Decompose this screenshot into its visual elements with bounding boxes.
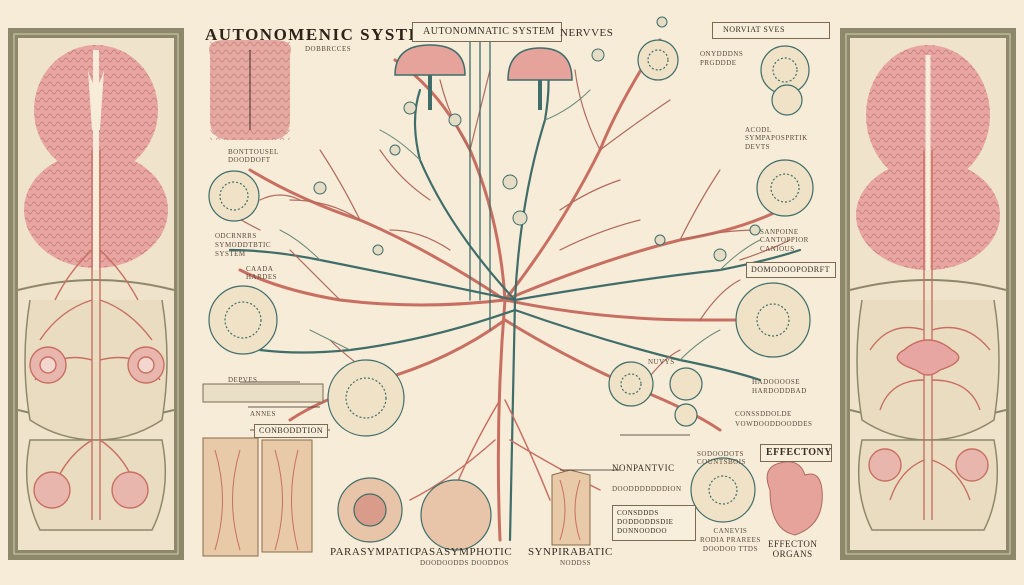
header-box: AUTONOMNATIC SYSTEM [412, 22, 562, 42]
top-right-box: NORVIAT SVES [712, 22, 830, 39]
top-fan-right [507, 47, 573, 110]
conboddtion-label: CONBODDTION [259, 426, 324, 435]
top-right-box-label: NORVIAT SVES [723, 25, 785, 34]
canevis-label: CANEVIS RODIA PRAREES DOODOO TTDS [700, 527, 761, 554]
effectony-box: EFFECTONY [760, 444, 832, 462]
pasasy-sub-label: DOODOODDS DOODDOS [420, 559, 509, 567]
doon-label: DOODDDDDDDION [612, 485, 682, 493]
synophabatic-label: SYNPIRABATIC [528, 546, 613, 558]
consedecs-box: CONSDDDS DODDODDSDIE DONNOODOO [612, 505, 696, 541]
syn-sub-label: NODDSS [560, 559, 592, 567]
sympathetic-system-label: ODCRNRRS SYMODDTBTIC SYSTEM [215, 232, 272, 259]
ganglion-circles [208, 39, 814, 551]
right-box: DOMODOOPODRFT [746, 262, 836, 278]
effectony-label: EFFECTONY [766, 447, 832, 458]
bottom-center-tissue [551, 469, 591, 546]
header-box-label: AUTONOMNATIC SYSTEM [423, 26, 555, 37]
page-title: AUTONOMENIC SYSTEM [205, 25, 440, 44]
left-brain [24, 45, 168, 270]
consedecs-label: CONSDDDS DODDODDSDIE DONNOODOO [617, 509, 674, 536]
pasasymohotic-label: PASASYMPHOTIC [415, 546, 513, 558]
top-fan-left [394, 44, 466, 110]
hadoooos-label: HADOOOOSE HARDODDBAD [752, 378, 807, 396]
top-left-small-label: DOBBRCCES [305, 45, 352, 53]
sanpoine-label: SANPOINE CANTOPPIOR CANIOUS [760, 228, 809, 253]
nonpanyic-label: NONPANTVIC [612, 463, 675, 473]
top-left-under-label: BONTTOUSEL DOODDOFT [228, 148, 279, 165]
caada-label: CAADA HARDES [246, 265, 278, 282]
effector-organs-label: EFFECTON ORGANS [768, 539, 818, 559]
nerves-label: NERVVES [560, 27, 614, 39]
nuvs-label: NUVYS [648, 358, 675, 366]
conboddtion-box: CONBODDTION [254, 424, 328, 438]
effector-organ [766, 461, 823, 536]
parasympatic-label: PARASYMPATIC [330, 546, 418, 558]
acodl-label: ACODL SYMPAPOSPRTIK DEVTS [745, 126, 808, 151]
right-brain [856, 45, 1000, 270]
left-box-label: DEPVES [228, 376, 258, 384]
left-box [202, 383, 324, 403]
bottom-right-top-label: SODOODOTS COUNTSBOIS [697, 450, 746, 467]
bottom-left-tissue [202, 437, 313, 557]
top-left-brain-sketch [209, 40, 291, 140]
nerve-tree [224, 16, 802, 542]
left-spinal-nerves [29, 150, 165, 520]
annes-label: ANNES [250, 410, 276, 418]
right-lower-label: CONSSDDOLDE VOWDOODDOODDES [735, 410, 813, 428]
top-right-small-label: ONYDDDNS PRGDDDE [700, 50, 744, 68]
right-box-label: DOMODOOPODRFT [751, 265, 830, 274]
right-spinal-nerves [868, 150, 991, 520]
